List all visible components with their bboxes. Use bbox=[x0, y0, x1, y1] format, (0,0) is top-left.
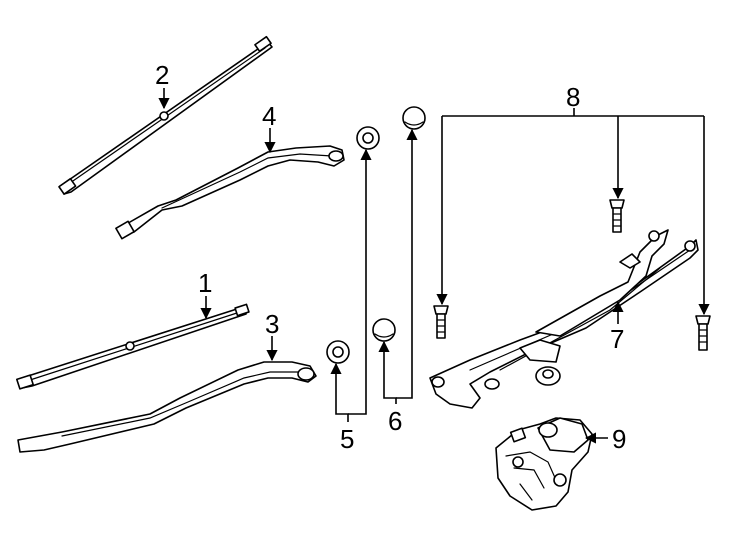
bolt-left bbox=[433, 305, 449, 339]
leader-5 bbox=[330, 148, 372, 422]
wiper-motor bbox=[495, 417, 593, 511]
callout-6: 6 bbox=[388, 406, 402, 436]
nut-lower bbox=[326, 340, 350, 364]
wiper-arm-upper bbox=[115, 145, 345, 240]
wiper-linkage bbox=[429, 229, 699, 409]
callout-2: 2 bbox=[155, 60, 169, 90]
wiper-blade-upper bbox=[58, 35, 273, 195]
cap-lower bbox=[372, 318, 396, 342]
callout-9: 9 bbox=[612, 424, 626, 454]
wiper-arm-lower bbox=[17, 361, 317, 453]
cap-upper bbox=[402, 106, 426, 130]
callout-1: 1 bbox=[198, 268, 212, 298]
leader-6 bbox=[378, 128, 418, 404]
bolt-right bbox=[695, 315, 711, 351]
wiper-blade-lower bbox=[15, 303, 250, 390]
callout-4: 4 bbox=[262, 101, 276, 131]
callout-8: 8 bbox=[566, 82, 580, 112]
bolt-middle bbox=[609, 199, 625, 233]
callout-5: 5 bbox=[340, 424, 354, 454]
callout-3: 3 bbox=[265, 309, 279, 339]
leader-8 bbox=[436, 108, 710, 316]
callout-7: 7 bbox=[610, 324, 624, 354]
nut-upper bbox=[356, 126, 380, 150]
